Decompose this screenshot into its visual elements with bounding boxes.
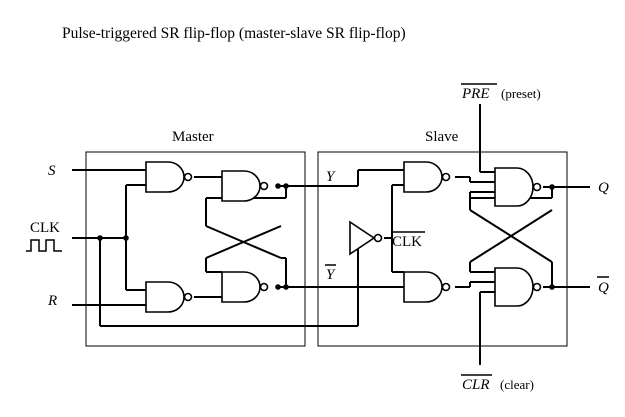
q-output-label: Q (598, 180, 609, 196)
master-label: Master (172, 129, 214, 145)
slave-wires (278, 104, 590, 365)
clk-input-label: CLK (30, 220, 60, 236)
clr-label: CLR (462, 377, 490, 393)
q-bar-output-label: Q (598, 280, 609, 296)
master-latch-gate-bottom (221, 271, 269, 303)
pre-label: PRE (461, 86, 490, 102)
clr-note: (clear) (500, 377, 534, 392)
slave-latch-gate-bottom (494, 267, 542, 307)
slave-gate-top (403, 161, 451, 193)
master-box (85, 151, 306, 347)
clock-pulse-icon (26, 239, 62, 252)
slave-box (317, 151, 568, 347)
clock-inverter (349, 220, 383, 256)
r-input-label: R (47, 293, 57, 309)
diagram-title: Pulse-triggered SR flip-flop (master-sla… (62, 25, 406, 42)
master-gate-r (145, 281, 193, 313)
slave-gate-bottom (403, 271, 451, 303)
clk-bar-label: CLK (392, 234, 422, 250)
s-input-label: S (48, 163, 56, 179)
master-wires (72, 169, 359, 327)
master-gate-s (145, 161, 193, 193)
pre-note: (preset) (501, 86, 541, 101)
y-label: Y (326, 169, 336, 185)
junction-dots (97, 183, 555, 290)
slave-latch-gate-top (494, 167, 542, 207)
master-latch-gate-top (221, 170, 269, 202)
slave-label: Slave (425, 129, 459, 145)
y-bar-label: Y (326, 267, 336, 283)
